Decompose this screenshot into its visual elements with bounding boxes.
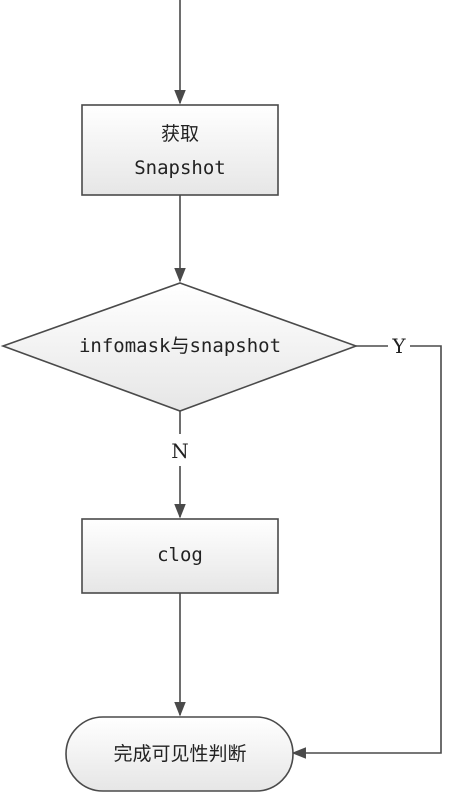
clog-label: clog	[157, 544, 203, 566]
edge-decision-yes-b	[291, 345, 442, 759]
node-end: 完成可见性判断	[65, 716, 294, 792]
no-edge-label: N	[171, 439, 189, 463]
end-label: 完成可见性判断	[113, 743, 246, 765]
get-snapshot-label-line1: 获取	[161, 123, 199, 145]
yes-edge-label: Y	[391, 334, 406, 358]
node-decision: infomask与snapshot	[0, 282, 359, 412]
get-snapshot-label-line2: Snapshot	[134, 157, 226, 179]
node-clog: clog	[81, 518, 279, 594]
decision-label: infomask与snapshot	[79, 335, 281, 357]
node-get-snapshot: 获取 Snapshot	[81, 104, 279, 196]
